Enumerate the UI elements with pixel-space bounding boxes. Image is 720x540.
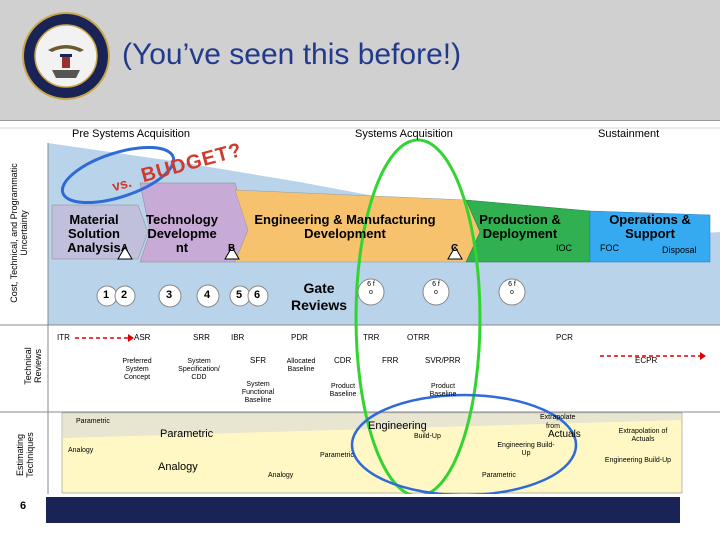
pd-box xyxy=(465,199,591,263)
milestone-a-triangle xyxy=(117,246,133,260)
header-pre-acquisition: Pre Systems Acquisition xyxy=(72,128,190,140)
est-engineering-buildup-2: Engineering Build-Up xyxy=(604,457,672,464)
gate-6f-b: 6 f o xyxy=(432,281,440,296)
gate-2: 2 xyxy=(121,289,128,301)
review-pdr: PDR xyxy=(291,333,308,342)
title-bar xyxy=(0,0,720,121)
review-svr-prr: SVR/PRR xyxy=(425,356,461,365)
review-cdr: CDR xyxy=(334,356,352,365)
est-parametric-low: Parametric xyxy=(482,472,516,479)
review-otrr: OTRR xyxy=(407,333,430,342)
side-label-uncertainty: Cost, Technical, and Programmatic Uncert… xyxy=(9,163,29,303)
milestone-b: B xyxy=(228,243,236,254)
review-pcr: PCR xyxy=(556,333,573,342)
baseline-spec-cdd: System Specification/ CDD xyxy=(178,358,220,381)
side-label-estimating: Estimating Techniques xyxy=(15,432,35,478)
milestone-c-triangle xyxy=(447,246,463,260)
review-trr: TRR xyxy=(363,333,380,342)
phase-msa: Material Solution Analysis xyxy=(67,212,121,255)
est-extrapolate: Extrapolate xyxy=(540,414,576,421)
msa-box xyxy=(51,204,149,260)
est-analogy-low: Analogy xyxy=(268,472,294,479)
gate-5: 5 xyxy=(236,289,243,301)
est-from: from xyxy=(546,423,560,430)
baseline-preferred-concept: Preferred System Concept xyxy=(122,358,152,381)
gate-4: 4 xyxy=(204,289,211,301)
phase-emd: Engineering & Manufacturing Development xyxy=(254,212,436,241)
baseline-product-1: Product Baseline xyxy=(329,383,357,398)
review-ecpr: ECPR xyxy=(635,356,658,365)
baseline-product-2: Product Baseline xyxy=(429,383,457,398)
gate-reviews-label: Gate Reviews xyxy=(290,280,348,313)
header-acquisition: Systems Acquisition xyxy=(355,128,453,140)
phase-os: Operations & Support xyxy=(609,212,691,241)
label-disposal: Disposal xyxy=(662,245,697,255)
header-sustainment: Sustainment xyxy=(598,128,660,140)
milestone-b-triangle xyxy=(224,246,240,260)
baseline-allocated: Allocated Baseline xyxy=(286,358,316,373)
slide-title: (You’ve seen this before!) xyxy=(122,38,462,71)
gate-6: 6 xyxy=(254,289,261,301)
gate-1: 1 xyxy=(103,289,110,301)
gate-6f-c: 6 f o xyxy=(508,281,516,296)
navy-seal-logo xyxy=(22,12,110,100)
review-frr: FRR xyxy=(382,356,399,365)
est-engineering-buildup: Engineering Build-Up xyxy=(497,442,555,457)
est-extrapolation-actuals: Extrapolation of Actuals xyxy=(618,428,668,443)
est-engineering: Engineering xyxy=(368,420,427,432)
label-ioc: IOC xyxy=(556,243,573,253)
review-sfr: SFR xyxy=(250,356,266,365)
os-box xyxy=(589,210,711,263)
blue-highlight-oval xyxy=(60,145,176,205)
est-analogy-small: Analogy xyxy=(68,447,94,454)
est-parametric-mid: Parametric xyxy=(320,452,354,459)
review-ibr: IBR xyxy=(231,333,245,342)
gate-6f-a: 6 f o xyxy=(367,281,375,296)
review-itr: ITR xyxy=(57,333,70,342)
page-number: 6 xyxy=(20,500,27,512)
side-label-reviews: Technical Reviews xyxy=(23,347,43,385)
est-parametric-small: Parametric xyxy=(76,418,110,425)
milestone-c: C xyxy=(451,243,459,254)
milestone-a: A xyxy=(121,243,129,254)
baseline-functional: System Functional Baseline xyxy=(241,381,275,404)
est-analogy-large: Analogy xyxy=(158,461,198,473)
phase-pd: Production & Deployment xyxy=(479,212,561,241)
est-build-up: Build-Up xyxy=(414,433,441,440)
label-foc: FOC xyxy=(600,243,619,253)
phase-td: Technology Developme nt xyxy=(146,212,218,255)
review-srr: SRR xyxy=(193,333,210,342)
review-asr: ASR xyxy=(134,333,151,342)
gate-3: 3 xyxy=(166,289,173,301)
est-parametric-large: Parametric xyxy=(160,428,214,440)
est-actuals: Actuals xyxy=(548,429,581,440)
